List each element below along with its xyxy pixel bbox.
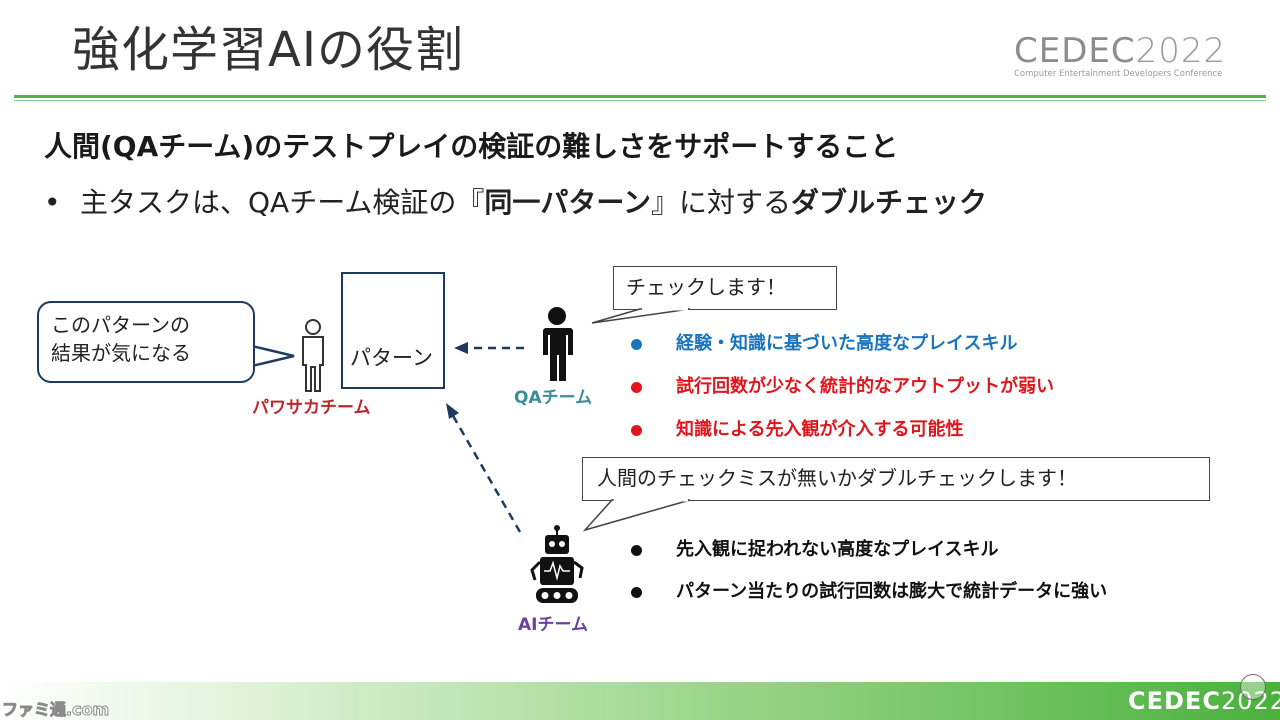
header-divider-thin [14,100,1266,101]
qa-point-2-text: 試行回数が少なく統計的なアウトプットが弱い [676,376,1054,397]
qa-point-2: 試行回数が少なく統計的なアウトプットが弱い [631,374,1054,400]
logo-year-text: 2022 [1135,31,1227,71]
ai-point-2-dot [631,587,642,598]
qa-point-2-dot [631,382,642,393]
qa-point-3: 知識による先入観が介入する可能性 [631,417,964,443]
famitsu-watermark: ファミ通.com [1,700,110,720]
qa-team-label: QAチーム [514,388,593,408]
ai-speech-bubble: 人間のチェックミスが無いかダブルチェックします！ [582,457,1210,501]
bullet-text-1: 主タスクは、QAチーム検証の『 [80,186,485,219]
bullet-bold-1: 同一パターン [484,186,651,219]
bullet-bold-2: ダブルチェック [790,186,987,219]
pawasaka-team-label: パワサカチーム [252,398,371,418]
ai-team-label: AIチーム [518,615,588,635]
qa-speech-bubble: チェックします！ [613,266,837,310]
cedec-logo: CEDEC2022 Computer Entertainment Develop… [1014,31,1225,82]
qa-arrow-head [454,342,468,354]
ai-point-1: 先入観に捉われない高度なプレイスキル [631,537,999,563]
ai-point-1-text: 先入観に捉われない高度なプレイスキル [676,539,999,560]
ai-arrow-line [450,413,522,533]
logo-subtitle: Computer Entertainment Developers Confer… [1014,69,1223,79]
person-filled-icon [543,307,573,381]
slide-title: 強化学習AIの役割 [72,22,464,78]
ai-point-1-dot [631,545,642,556]
bullet-marker: • [44,186,61,219]
qa-point-1-text: 経験・知識に基づいた高度なプレイスキル [676,333,1018,354]
bullet-text-2: 』に対する [650,186,791,219]
left-bubble-line-1: このパターンの [51,313,190,337]
ai-arrow-head [446,403,459,419]
ai-point-2: パターン当たりの試行回数は膨大で統計データに強い [631,579,1108,605]
left-bubble-tail [250,344,295,368]
left-speech-bubble: このパターンの 結果が気になる [37,301,255,383]
main-bullet: • 主タスクは、QAチーム検証の『同一パターン』に対するダブルチェック [44,182,987,224]
left-bubble-line-2: 結果が気になる [51,341,191,365]
footer-logo-main: CEDEC [1128,687,1221,715]
qa-point-3-dot [631,425,642,436]
ai-point-2-text: パターン当たりの試行回数は膨大で統計データに強い [676,581,1108,602]
cedec-badge-icon [1240,674,1266,700]
logo-main-text: CEDEC [1014,31,1136,71]
qa-point-1: 経験・知識に基づいた高度なプレイスキル [631,331,1018,357]
header-divider [14,95,1266,98]
qa-point-1-dot [631,339,642,350]
pattern-label: パターン [350,346,433,370]
qa-point-3-text: 知識による先入観が介入する可能性 [676,419,964,440]
robot-icon [530,525,584,603]
footer-bar [0,682,1280,720]
person-outline-icon [302,319,324,392]
headline: 人間(QAチーム)のテストプレイの検証の難しさをサポートすること [44,130,899,163]
pattern-box [341,272,445,389]
